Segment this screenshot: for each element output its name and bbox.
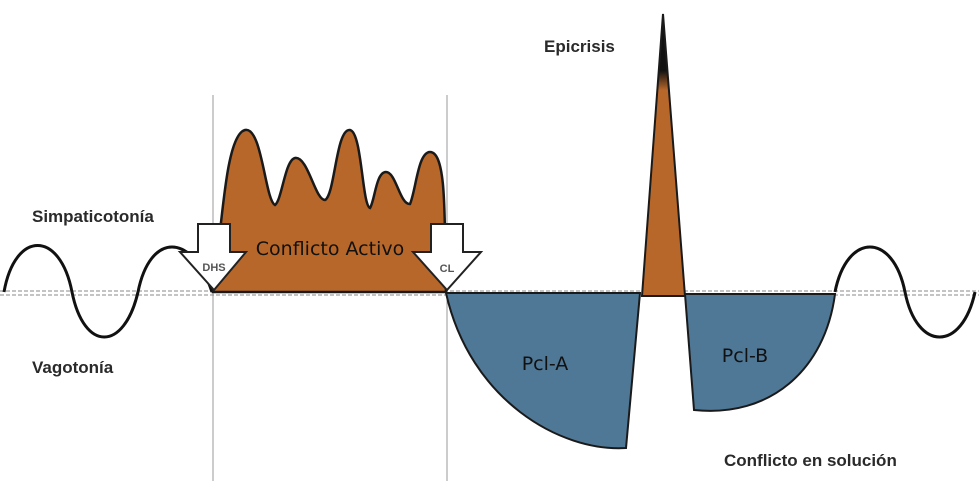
left-wave	[2, 244, 214, 339]
cl-arrow: CL	[410, 223, 484, 292]
cl-label: CL	[440, 263, 455, 275]
epicrisis-label: Epicrisis	[544, 37, 615, 56]
active-conflict-area	[211, 128, 448, 294]
pcl-a-area	[444, 292, 642, 450]
pcl-b-label: Pcl-B	[722, 345, 768, 367]
active-conflict-label: Conflicto Activo	[256, 238, 404, 260]
epicrisis-spike	[640, 13, 687, 297]
right-wave	[833, 245, 977, 339]
vagotonia-label: Vagotonía	[32, 358, 114, 377]
dhs-label: DHS	[202, 262, 225, 274]
pcl-a-label: Pcl-A	[522, 353, 569, 375]
sympathicotonia-label: Simpaticotonía	[32, 207, 154, 226]
pcl-b-area	[683, 293, 837, 412]
conflict-resolution-label: Conflicto en solución	[724, 451, 897, 470]
dhs-arrow: DHS	[177, 223, 249, 292]
